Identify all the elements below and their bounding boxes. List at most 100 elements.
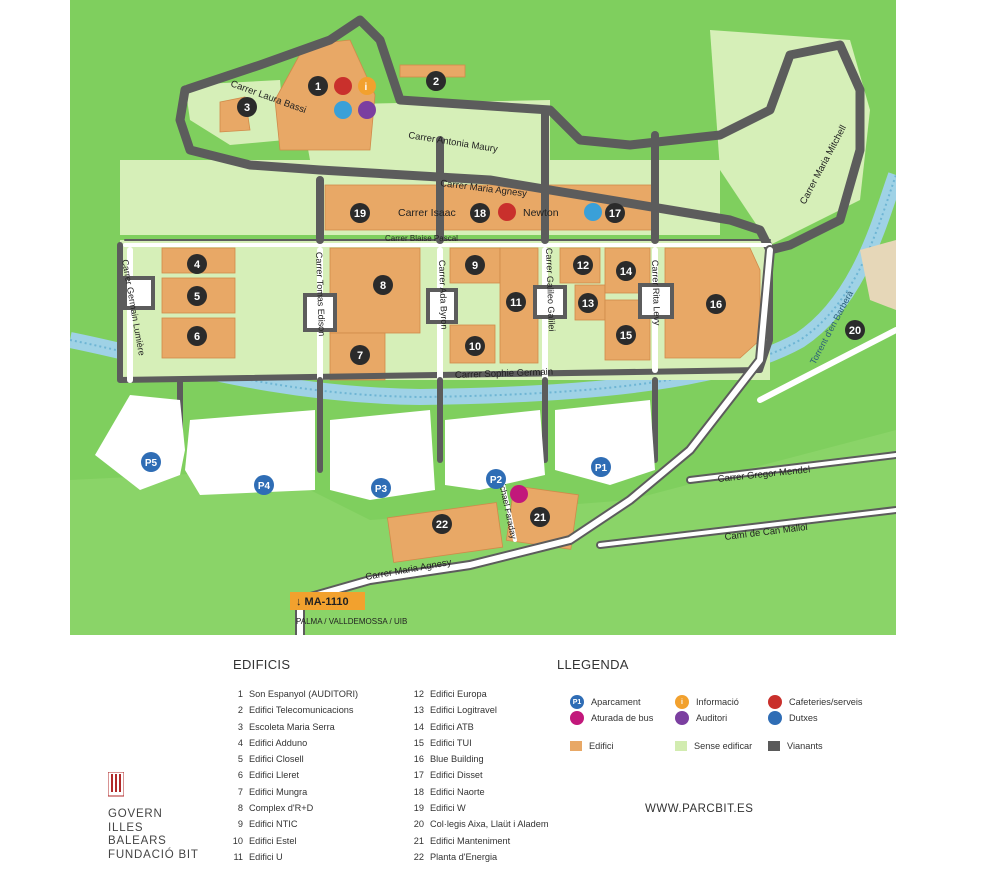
building-list-number: 20 — [413, 819, 424, 830]
building-marker-4[interactable]: 4 — [187, 254, 207, 274]
parcbit-map[interactable]: Carrer Laura Bassi Carrer Antonia Maury … — [70, 0, 896, 635]
building-list-number: 18 — [413, 786, 424, 797]
parking-marker-label: P5 — [145, 458, 158, 469]
building-list-number: 11 — [233, 851, 243, 862]
building-list-name: Blue Building — [430, 754, 484, 765]
building-marker-15[interactable]: 15 — [616, 325, 636, 345]
service-icons: i — [334, 77, 602, 503]
label-blaise-pascal: Carrer Blaise Pascal — [385, 234, 458, 243]
map-canvas: Carrer Laura Bassi Carrer Antonia Maury … — [70, 0, 896, 635]
building-marker-20[interactable]: 20 — [845, 320, 865, 340]
label-isaac: Carrer Isaac — [398, 207, 456, 219]
website-link[interactable]: WWW.PARCBIT.ES — [645, 803, 754, 815]
building-marker-18[interactable]: 18 — [470, 203, 490, 223]
building-marker-label: 13 — [582, 298, 594, 310]
parking-marker-p2[interactable]: P2 — [486, 469, 506, 489]
building-list-name: Edifici Closell — [249, 754, 304, 765]
cafeteria-icon-newton[interactable] — [498, 203, 516, 221]
building-marker-circle — [530, 507, 550, 527]
building-marker-circle — [470, 203, 490, 223]
building-marker-7[interactable]: 7 — [350, 345, 370, 365]
road-20 — [757, 327, 896, 403]
building-list-number: 22 — [413, 851, 424, 862]
label-edison: Carrer Tomas Edison — [314, 252, 327, 337]
building-marker-circle — [373, 275, 393, 295]
sophie-germain-road — [117, 242, 773, 383]
pedestrian-swatch — [768, 741, 780, 751]
parking-p2 — [445, 410, 545, 490]
parking-marker-p3[interactable]: P3 — [371, 478, 391, 498]
parking-marker-label: P2 — [490, 475, 503, 486]
legend-item: Edifici — [570, 738, 614, 754]
ring-road-north — [175, 15, 865, 255]
building-marker-5[interactable]: 5 — [187, 286, 207, 306]
bus-stop-icon[interactable] — [510, 485, 528, 503]
building-marker-19[interactable]: 19 — [350, 203, 370, 223]
parkings — [95, 395, 655, 500]
auditorium-icon[interactable] — [358, 101, 376, 119]
building-list-name: Edifici Europa — [430, 689, 487, 699]
bus-stop-icon — [570, 711, 584, 725]
building-marker-label: 7 — [357, 350, 363, 362]
building-list-number: 8 — [237, 803, 243, 814]
building-marker-label: 2 — [433, 76, 439, 88]
showers-icon[interactable] — [334, 101, 352, 119]
logo-line-3: BALEARS — [108, 835, 167, 848]
building-marker-label: 1 — [315, 81, 321, 93]
govern-logo-icon — [107, 771, 125, 800]
building-list-name: Son Espanyol (AUDITORI) — [249, 689, 359, 699]
building-marker-label: 8 — [380, 280, 386, 292]
crossing-galileo — [533, 285, 567, 319]
building-marker-21[interactable]: 21 — [530, 507, 550, 527]
building-list-name: Planta d'Energia — [430, 851, 498, 862]
building-marker-9[interactable]: 9 — [465, 255, 485, 275]
gregor-mendel-inner — [688, 453, 896, 482]
parking-marker-p4[interactable]: P4 — [254, 475, 274, 495]
building-marker-22[interactable]: 22 — [432, 514, 452, 534]
crossing-germain — [123, 276, 155, 310]
building-marker-2[interactable]: 2 — [426, 71, 446, 91]
info-icon[interactable] — [358, 77, 376, 95]
building-list-name: Edifici Telecomunicacions — [249, 705, 354, 716]
building-12-shape — [559, 247, 601, 284]
building-marker-12[interactable]: 12 — [573, 255, 593, 275]
building-marker-14[interactable]: 14 — [616, 261, 636, 281]
building-marker-10[interactable]: 10 — [465, 336, 485, 356]
building-list-number: 4 — [237, 737, 243, 748]
building-marker-3[interactable]: 3 — [237, 97, 257, 117]
building-marker-13[interactable]: 13 — [578, 293, 598, 313]
building-marker-label: 21 — [534, 512, 546, 524]
cafeteria-icon[interactable] — [334, 77, 352, 95]
building-marker-1[interactable]: 1 — [308, 76, 328, 96]
building-marker-11[interactable]: 11 — [506, 292, 526, 312]
building-marker-6[interactable]: 6 — [187, 326, 207, 346]
legend-label: Aturada de bus — [591, 713, 654, 723]
building-marker-circle — [616, 261, 636, 281]
crossing-rita — [638, 283, 674, 319]
crossing-edison — [303, 293, 337, 332]
logo-line-1: GOVERN — [108, 808, 163, 820]
building-marker-17[interactable]: 17 — [605, 203, 625, 223]
info-icon: i — [675, 695, 689, 709]
showers-icon-newton[interactable] — [584, 203, 602, 221]
building-list-name: Escoleta Maria Serra — [249, 721, 335, 732]
auditorium-icon — [675, 711, 689, 725]
parking-marker-p5[interactable]: P5 — [141, 452, 161, 472]
building-marker-circle — [432, 514, 452, 534]
building-marker-16[interactable]: 16 — [706, 294, 726, 314]
building-marker-label: 22 — [436, 519, 448, 531]
legend-label: Aparcament — [591, 697, 641, 707]
parking-marker-p1[interactable]: P1 — [591, 457, 611, 477]
building-marker-8[interactable]: 8 — [373, 275, 393, 295]
